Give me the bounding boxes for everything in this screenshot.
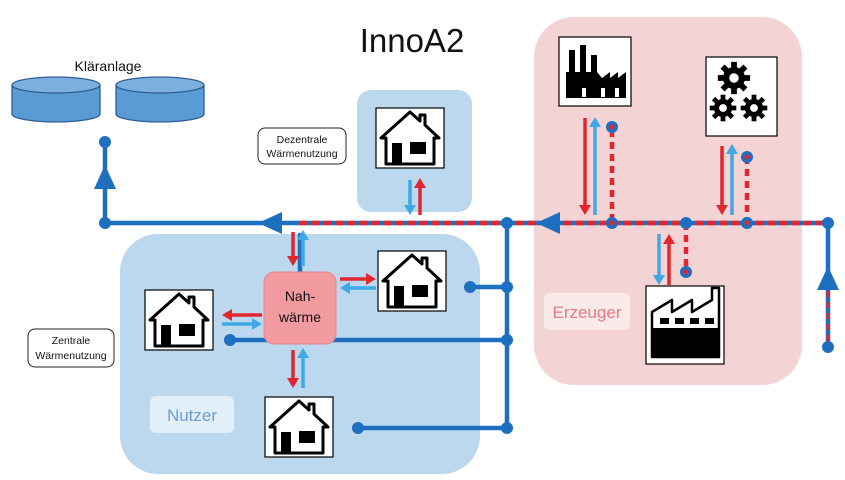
house-icon [375,107,445,169]
flow-arrow-left-icon [258,212,282,234]
heat-exchange-arrows [222,117,738,388]
tank-icon [11,76,101,123]
factory-icon [645,285,725,365]
dezentrale-label-line1: Dezentrale [277,134,328,146]
klaeranlage-label: Kläranlage [75,58,142,74]
heat-supply-line [300,130,830,347]
flow-arrow-left-icon [536,212,560,234]
erzeuger-label-box [544,293,630,330]
nahwaerme-label-line1: Nah- [285,288,316,304]
zentrale-callout [27,328,115,368]
flow-arrow-up-icon [94,165,116,189]
dezentrale-callout [257,127,347,165]
page-title: InnoA2 [360,22,465,59]
gears-icon [705,56,778,137]
nahwaerme-box [263,271,337,345]
nahwaerme-label-line2: wärme [278,309,321,325]
factory-icon [558,36,632,107]
house-icon [144,288,214,352]
flow-arrow-up-icon [817,266,839,290]
nutzer-label-box [150,396,234,433]
tank-icon [115,76,205,123]
nutzer-label: Nutzer [167,406,217,425]
erzeuger-label: Erzeuger [553,303,622,322]
house-icon [377,249,447,313]
zentrale-label-line2: Wärmenutzung [35,350,106,362]
zentrale-label-line1: Zentrale [52,335,91,347]
house-icon [264,395,334,459]
blue-pipe-network [102,142,831,431]
dezentrale-label-line2: Wärmenutzung [266,148,337,160]
